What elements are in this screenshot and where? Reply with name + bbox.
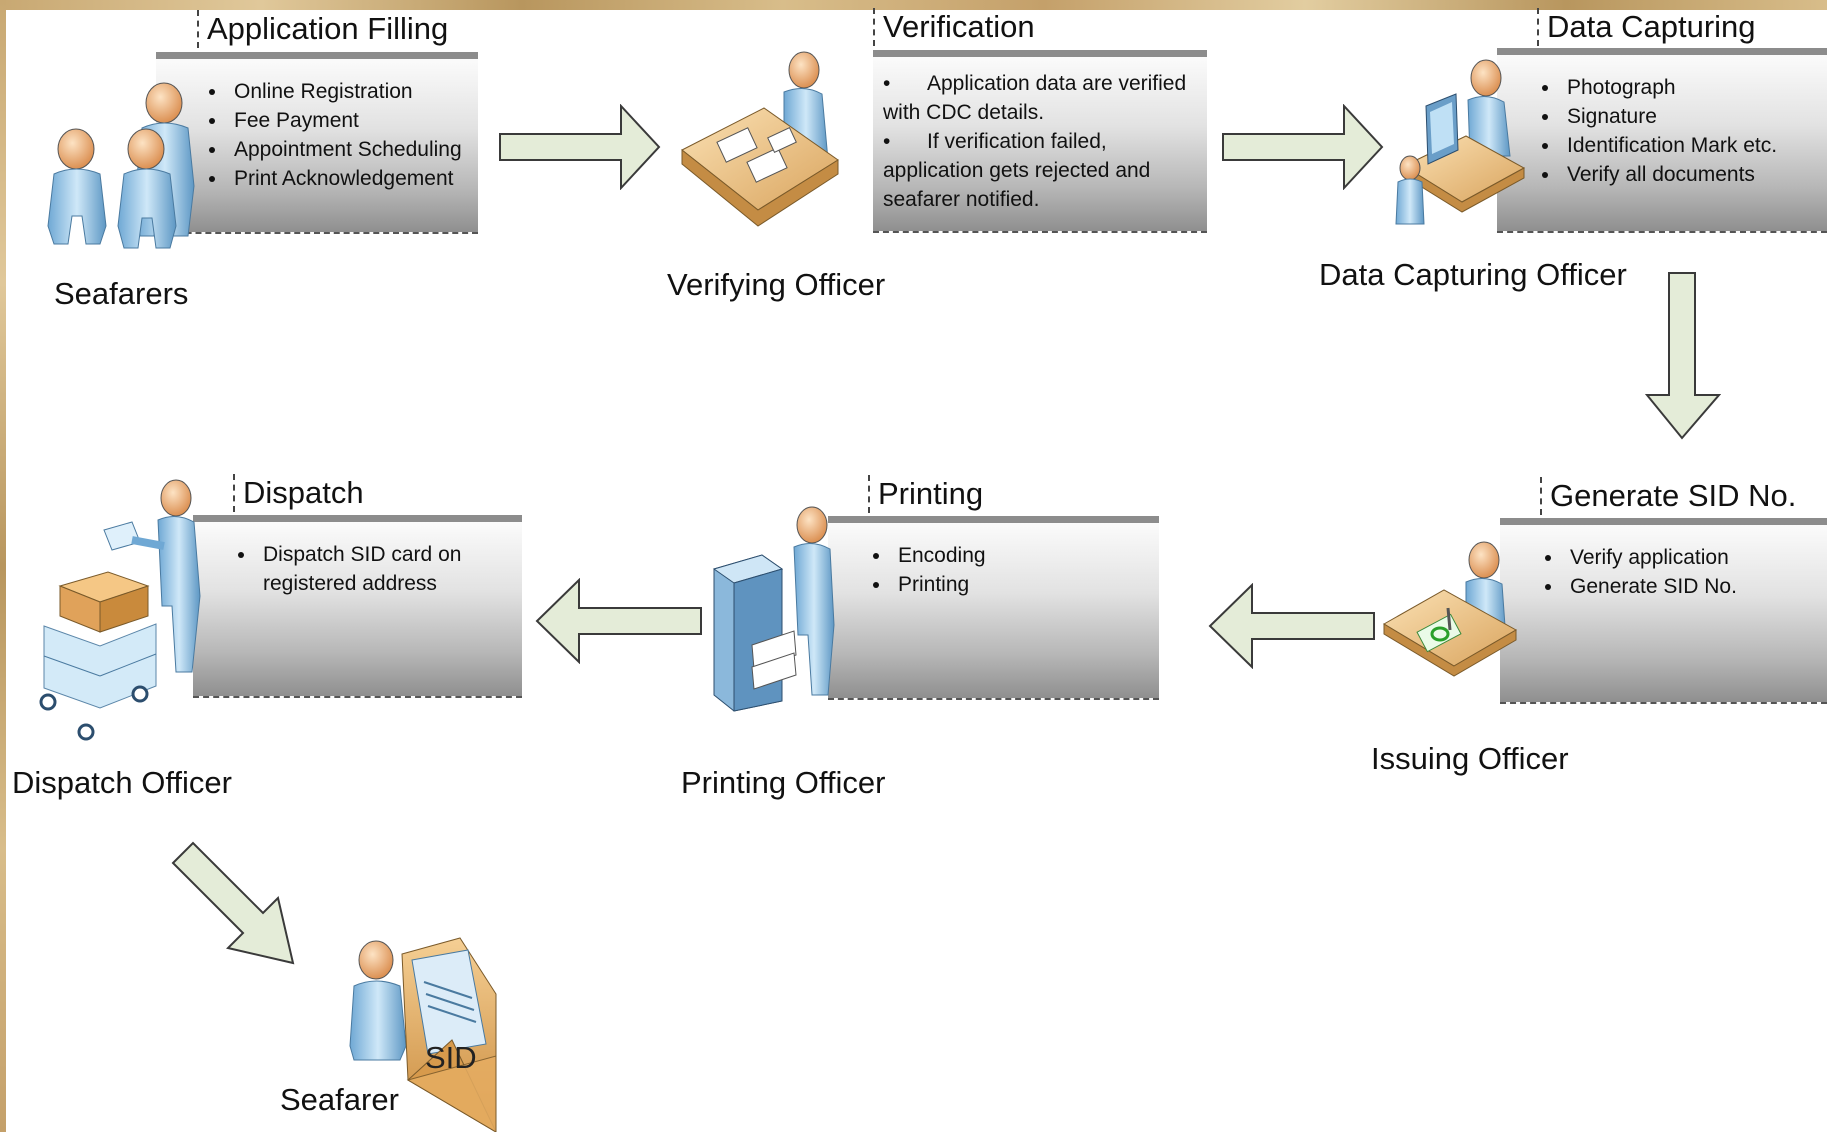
step-item: Dispatch SID card on registered address	[257, 540, 512, 598]
step-item: Identification Mark etc.	[1561, 131, 1817, 160]
step-item: Online Registration	[228, 77, 468, 106]
step-item: Verify all documents	[1561, 160, 1817, 189]
step-item: Signature	[1561, 102, 1817, 131]
seafarer-envelope-icon	[349, 937, 497, 1132]
step-item: Generate SID No.	[1564, 572, 1817, 601]
step-title-printing: Printing	[868, 475, 983, 513]
seafarers-group-icon	[47, 82, 195, 249]
envelope-sid-label: SID	[425, 1040, 477, 1075]
arrow-down	[1645, 272, 1721, 440]
arrow-down-right	[171, 841, 295, 965]
step-box-generate-sid: Verify application Generate SID No.	[1500, 518, 1827, 704]
actor-label-data-capturing-officer: Data Capturing Officer	[1319, 257, 1627, 292]
step-title-data-capturing: Data Capturing	[1537, 8, 1756, 46]
data-capturing-officer-icon	[1395, 59, 1526, 225]
actor-label-printing-officer: Printing Officer	[681, 765, 886, 800]
decorative-left-border	[0, 0, 6, 1132]
step-item: Print Acknowledgement	[228, 164, 468, 193]
step-box-data-capturing: Photograph Signature Identification Mark…	[1497, 48, 1827, 233]
arrow-right-2	[1222, 104, 1384, 190]
arrow-left-1	[1208, 583, 1375, 669]
step-title-verification: Verification	[873, 8, 1035, 46]
actor-label-dispatch-officer: Dispatch Officer	[12, 765, 232, 800]
issuing-officer-icon	[1383, 541, 1518, 677]
step-box-dispatch: Dispatch SID card on registered address	[193, 515, 522, 698]
step-item: Encoding	[892, 541, 1149, 570]
step-item: Printing	[892, 570, 1149, 599]
step-box-printing: Encoding Printing	[828, 516, 1159, 700]
step-item: •Application data are verified with CDC …	[883, 72, 1187, 124]
step-item: Verify application	[1564, 543, 1817, 572]
step-box-verification: •Application data are verified with CDC …	[873, 50, 1207, 233]
verifying-officer-icon	[681, 51, 839, 227]
step-title-application-filling: Application Filling	[197, 10, 448, 48]
step-item: Photograph	[1561, 73, 1817, 102]
actor-label-verifying-officer: Verifying Officer	[667, 267, 886, 302]
actor-label-seafarers: Seafarers	[54, 276, 189, 311]
actor-label-seafarer: Seafarer	[280, 1082, 399, 1117]
step-title-generate-sid: Generate SID No.	[1540, 477, 1796, 515]
step-item: •If verification failed, application get…	[883, 130, 1151, 211]
printing-officer-icon	[712, 506, 835, 712]
dispatch-officer-icon	[39, 479, 201, 741]
actor-label-issuing-officer: Issuing Officer	[1371, 741, 1569, 776]
decorative-top-border	[0, 0, 1827, 10]
step-item: Fee Payment	[228, 106, 468, 135]
arrow-right-1	[499, 104, 661, 190]
arrow-left-2	[535, 578, 702, 664]
step-title-dispatch: Dispatch	[233, 474, 364, 512]
step-box-application-filling: Online Registration Fee Payment Appointm…	[156, 52, 478, 234]
step-item: Appointment Scheduling	[228, 135, 468, 164]
